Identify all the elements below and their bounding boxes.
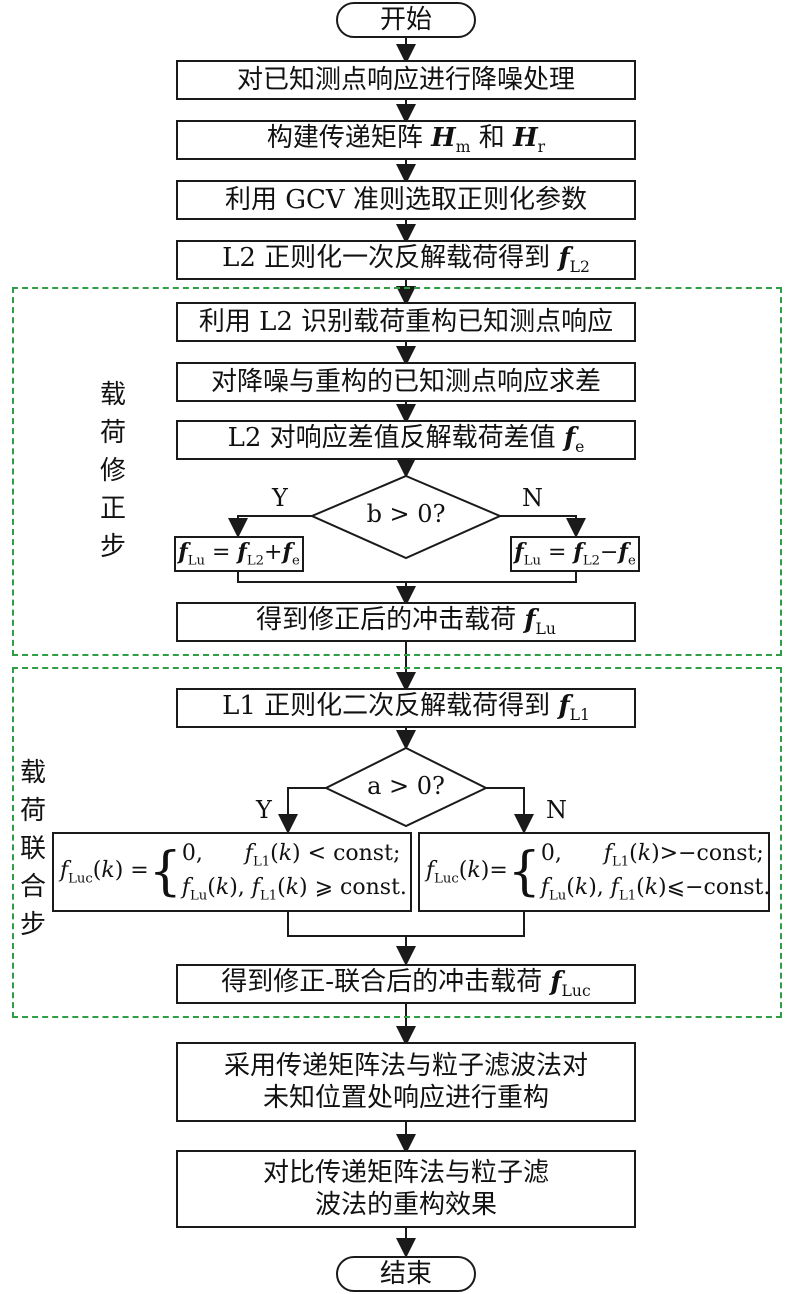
decision1-yes-label: Y bbox=[272, 484, 288, 512]
step-l2-inverse-label: L2 正则化一次反解载荷得到 fL2 bbox=[222, 243, 590, 277]
step-l2-inverse: L2 正则化一次反解载荷得到 fL2 bbox=[176, 240, 636, 280]
step-compare-label: 对比传递矩阵法与粒子滤波法的重构效果 bbox=[262, 1157, 549, 1221]
group-joint-frame bbox=[12, 667, 782, 1018]
step-denoise: 对已知测点响应进行降噪处理 bbox=[176, 60, 636, 100]
decision1-label: b > 0? bbox=[366, 500, 446, 528]
formula-piecewise-positive: fLuc(k) = { 0, fL1(k) < const; fLu(k), f… bbox=[52, 832, 412, 912]
step-l1-inverse-label: L1 正则化二次反解载荷得到 fL1 bbox=[222, 691, 590, 725]
decision2-no-label: N bbox=[546, 796, 567, 824]
group-correction-label: 载荷修正步 bbox=[99, 380, 126, 562]
step-denoise-label: 对已知测点响应进行降噪处理 bbox=[236, 64, 575, 95]
formula-sum: fLu = fL2+fe bbox=[174, 536, 304, 572]
formula-diff: fLu = fL2−fe bbox=[510, 536, 640, 572]
start-label: 开始 bbox=[379, 4, 432, 35]
step-gcv: 利用 GCV 准则选取正则化参数 bbox=[176, 180, 636, 220]
step-reconstruct-unknown-label: 采用传递矩阵法与粒子滤波法对未知位置处响应进行重构 bbox=[223, 1050, 588, 1114]
step-diff: 对降噪与重构的已知测点响应求差 bbox=[176, 362, 636, 402]
decision1-diamond bbox=[309, 474, 503, 560]
formula-piecewise-negative: fLuc(k)= { 0, fL1(k)>−const; fLu(k), fL1… bbox=[418, 832, 770, 912]
step-build-matrix-label: 构建传递矩阵 Hm 和 Hr bbox=[266, 123, 546, 157]
step-corrected-joint-load: 得到修正-联合后的冲击载荷 fLuc bbox=[176, 964, 636, 1004]
step-gcv-label: 利用 GCV 准则选取正则化参数 bbox=[225, 184, 587, 215]
group-correction-frame bbox=[12, 287, 782, 656]
decision2-diamond bbox=[323, 746, 489, 828]
end-terminal: 结束 bbox=[336, 1256, 476, 1292]
step-build-matrix: 构建传递矩阵 Hm 和 Hr bbox=[176, 120, 636, 160]
step-corrected-load-label: 得到修正后的冲击载荷 fLu bbox=[256, 605, 556, 639]
start-terminal: 开始 bbox=[336, 2, 476, 38]
arrow-decision1-yes bbox=[228, 515, 312, 538]
step-l2-diff-inverse: L2 对响应差值反解载荷差值 fe bbox=[176, 420, 636, 460]
step-compare: 对比传递矩阵法与粒子滤波法的重构效果 bbox=[176, 1150, 636, 1228]
group-joint-label: 载荷联合步 bbox=[19, 758, 46, 940]
decision2-label: a > 0? bbox=[367, 772, 445, 800]
decision1-no-label: N bbox=[522, 484, 543, 512]
step-reconstruct-known: 利用 L2 识别载荷重构已知测点响应 bbox=[176, 302, 636, 342]
step-l1-inverse: L1 正则化二次反解载荷得到 fL1 bbox=[176, 688, 636, 728]
step-diff-label: 对降噪与重构的已知测点响应求差 bbox=[210, 366, 601, 397]
arrow-decision2-yes bbox=[278, 787, 326, 834]
step-l2-diff-inverse-label: L2 对响应差值反解载荷差值 fe bbox=[227, 423, 585, 457]
step-reconstruct-known-label: 利用 L2 识别载荷重构已知测点响应 bbox=[198, 306, 614, 337]
step-corrected-load: 得到修正后的冲击载荷 fLu bbox=[176, 602, 636, 642]
end-label: 结束 bbox=[379, 1258, 432, 1289]
arrow-decision2-no bbox=[486, 787, 534, 834]
step-reconstruct-unknown: 采用传递矩阵法与粒子滤波法对未知位置处响应进行重构 bbox=[176, 1042, 636, 1122]
decision2-yes-label: Y bbox=[256, 796, 272, 824]
arrow-decision1-no bbox=[500, 515, 586, 538]
step-corrected-joint-load-label: 得到修正-联合后的冲击载荷 fLuc bbox=[221, 967, 591, 1001]
